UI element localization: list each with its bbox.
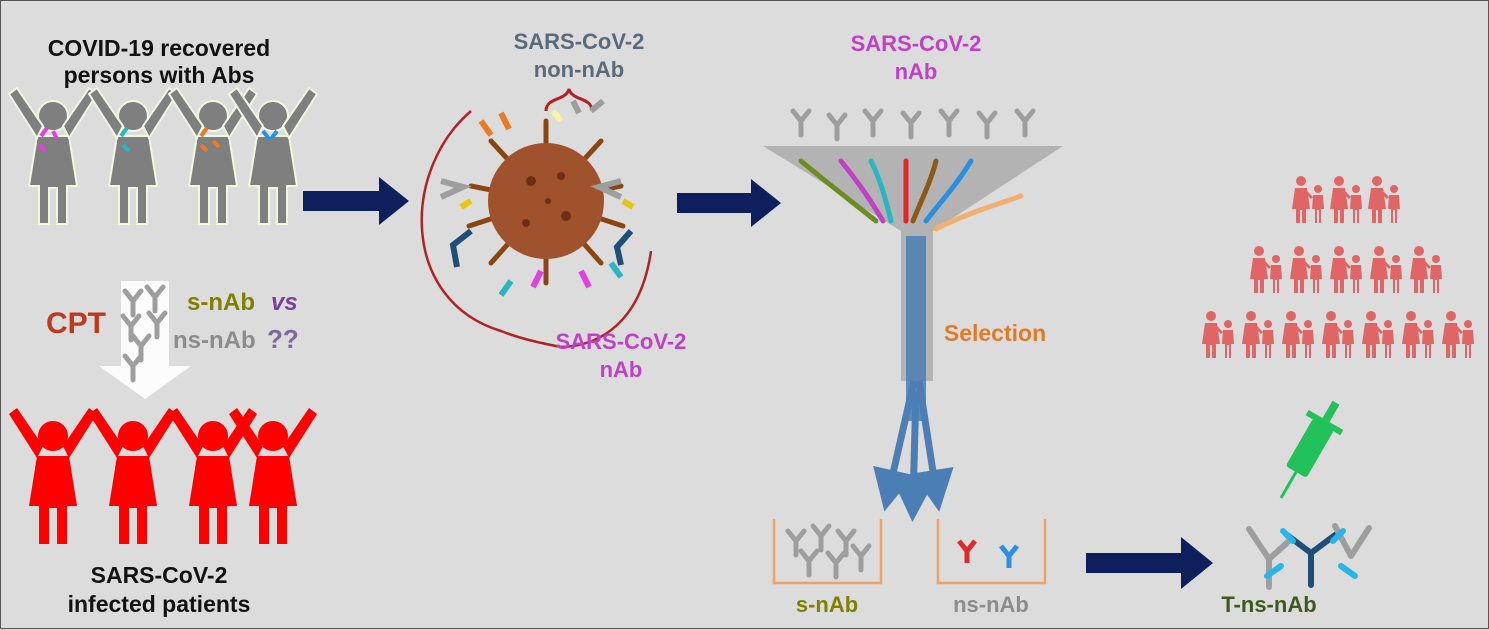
cpt-s-nab-label: s-nAb <box>187 289 255 316</box>
infected-person-icon <box>89 408 177 544</box>
ns-nab-bin-antibodies <box>957 539 1019 568</box>
t-ns-nab-antibody <box>1246 523 1372 590</box>
funnel-nab-title-line1: SARS-CoV-2 <box>851 31 982 56</box>
flow-arrow-3 <box>1086 537 1213 589</box>
non-nab-brace <box>544 88 594 112</box>
funnel-inner-arrows <box>798 158 1024 232</box>
selection-label: Selection <box>944 320 1046 346</box>
s-nab-bin-antibodies <box>788 526 869 577</box>
non-nab-title-line2: non-nAb <box>534 57 624 82</box>
t-ns-nab-label: T-ns-nAb <box>1221 592 1316 617</box>
cpt-vs-label: vs <box>271 289 298 316</box>
recovered-persons-group <box>8 87 318 225</box>
virus-nab-title-line2: nAb <box>600 357 643 382</box>
bin-ns-nab-label: ns-nAb <box>953 592 1029 617</box>
s-nab-bin <box>772 519 883 585</box>
selection-split-arrows <box>873 380 954 522</box>
cpt-label: CPT <box>46 307 106 340</box>
funnel-nab-title-line2: nAb <box>895 59 938 84</box>
non-nab-title-line1: SARS-CoV-2 <box>514 29 645 54</box>
population-pyramid <box>1202 176 1474 358</box>
virus-nab-title-line1: SARS-CoV-2 <box>556 329 687 354</box>
funnel-top-antibodies <box>793 111 1033 139</box>
recovered-person-icon <box>88 87 178 225</box>
flow-arrow-1 <box>303 177 409 225</box>
recovered-title-line2: persons with Abs <box>64 62 255 88</box>
syringe-icon <box>1279 400 1344 499</box>
recovered-antibodies <box>37 126 279 153</box>
infected-title-line1: SARS-CoV-2 <box>91 562 228 588</box>
infected-patients-group <box>9 408 317 544</box>
selection-stream <box>906 236 926 421</box>
infected-person-icon <box>229 408 317 544</box>
ns-nab-bin <box>936 519 1047 585</box>
bin-s-nab-label: s-nAb <box>796 592 858 617</box>
cpt-question-mark: ?? <box>267 324 299 354</box>
recovered-title-line1: COVID-19 recovered <box>48 35 270 61</box>
nab-bracket-curve <box>420 110 562 349</box>
recovered-person-icon <box>8 87 98 225</box>
nab-bracket-curve-right <box>560 250 653 349</box>
flow-arrow-2 <box>677 179 781 227</box>
virus-particle <box>466 118 626 286</box>
infected-person-icon <box>9 408 97 544</box>
cpt-ns-nab-label: ns-nAb <box>173 327 256 354</box>
virus-antibodies <box>439 98 635 297</box>
infected-title-line2: infected patients <box>68 591 251 617</box>
